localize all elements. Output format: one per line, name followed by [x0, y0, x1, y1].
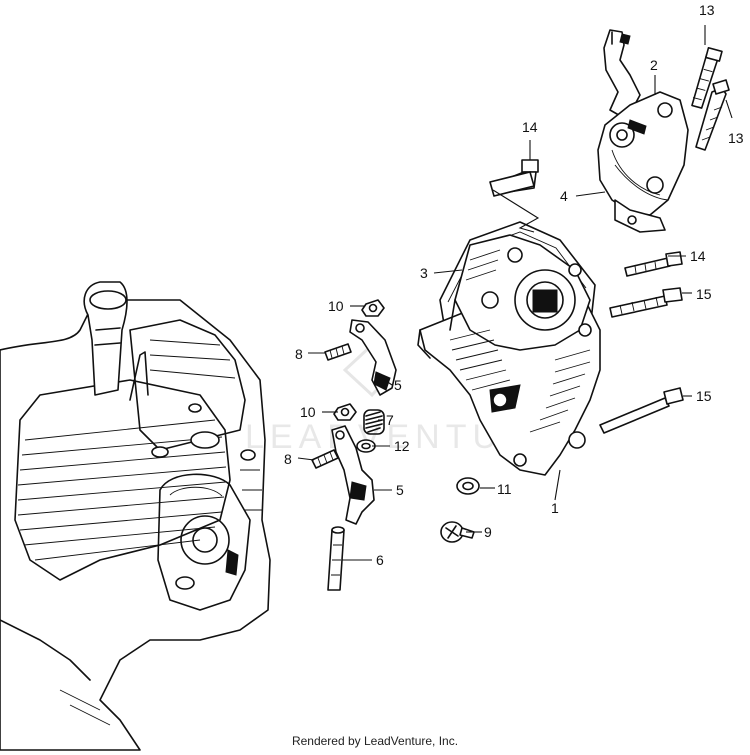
lever-5-upper	[349, 319, 397, 396]
callout-13a: 13	[699, 2, 715, 18]
bolt-13-lower	[695, 79, 730, 151]
pin-8-upper	[324, 343, 352, 361]
bolt-13-upper	[691, 46, 723, 109]
callouts: 13 13 2 4 14 3 14 15 15 1 11 9 10 8 5 10…	[284, 2, 744, 568]
callout-15b: 15	[696, 388, 712, 404]
callout-7: 7	[386, 412, 394, 428]
callout-10a: 10	[328, 298, 344, 314]
nut-10-lower	[333, 403, 357, 421]
lever-5-lower	[331, 425, 375, 525]
callout-15a: 15	[696, 286, 712, 302]
engine-block	[0, 281, 271, 751]
callout-8a: 8	[295, 346, 303, 362]
callout-1: 1	[551, 500, 559, 516]
screw-9	[440, 521, 475, 543]
governor-housing	[417, 221, 601, 476]
callout-10b: 10	[300, 404, 316, 420]
bolt-path-line	[492, 189, 540, 233]
callout-6: 6	[376, 552, 384, 568]
callout-4: 4	[560, 188, 568, 204]
footer-credit: Rendered by LeadVenture, Inc.	[291, 734, 459, 748]
governor-arm-assembly	[597, 29, 689, 233]
bolt-14-upper	[489, 159, 539, 197]
bolt-15-upper	[609, 287, 683, 318]
callout-14a: 14	[522, 119, 538, 135]
clip-12	[356, 439, 376, 453]
callout-8b: 8	[284, 451, 292, 467]
callout-5b: 5	[396, 482, 404, 498]
callout-5a: 5	[394, 377, 402, 393]
bolt-15-lower	[599, 387, 684, 434]
leader-lines	[297, 25, 733, 561]
callout-12: 12	[394, 438, 410, 454]
nut-10-upper	[361, 299, 385, 317]
callout-9: 9	[484, 524, 492, 540]
callout-3: 3	[420, 265, 428, 281]
callout-11: 11	[497, 481, 512, 497]
spring-7	[363, 409, 385, 435]
washer-11	[456, 477, 480, 495]
callout-13b: 13	[728, 130, 744, 146]
callout-14b: 14	[690, 248, 706, 264]
callout-2: 2	[650, 57, 658, 73]
shaft-6	[327, 526, 345, 591]
